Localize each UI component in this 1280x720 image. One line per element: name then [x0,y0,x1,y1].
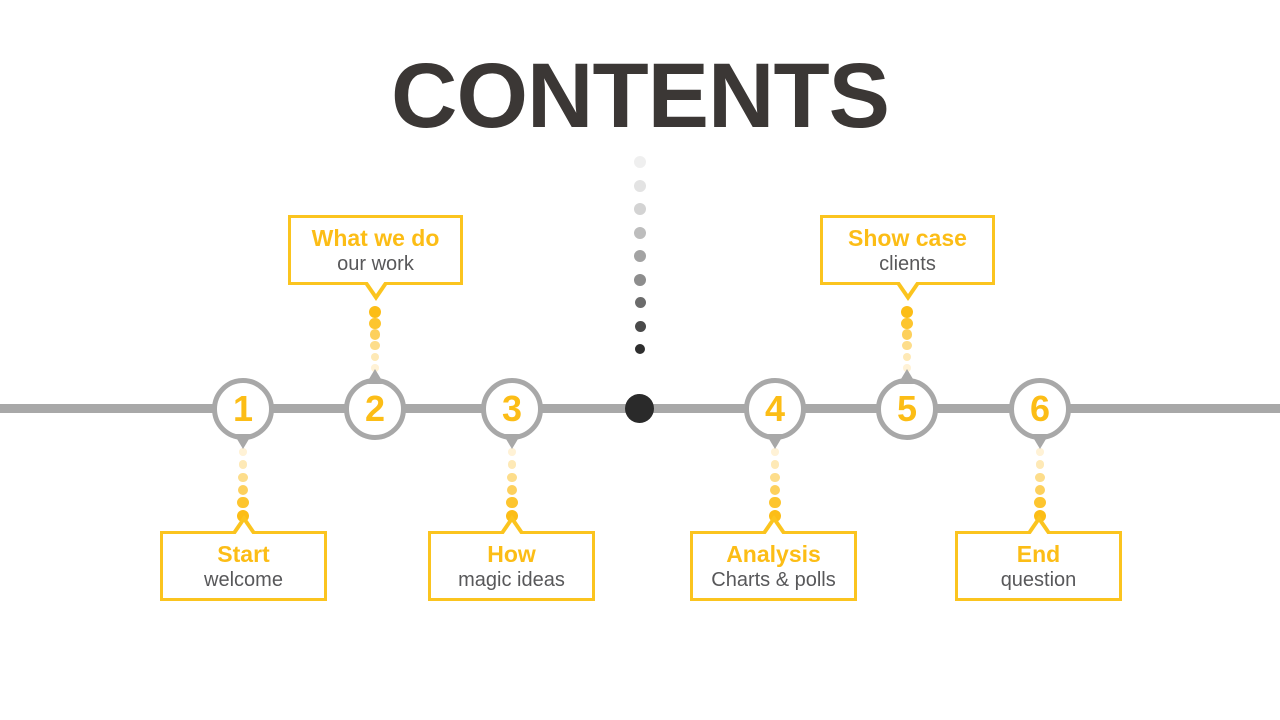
connector-dot [237,497,249,509]
connector-dot [769,497,781,509]
timeline-node-3[interactable]: 3 [481,378,543,449]
node-pointer-2 [366,369,384,384]
timeline-node-6[interactable]: 6 [1009,378,1071,449]
connector-dot [371,364,379,372]
connector-dot [506,497,518,509]
connector-dot [1035,472,1045,482]
page-title: CONTENTS [391,45,890,147]
callout-title: End [1016,540,1061,567]
callout-subtitle: Charts & polls [711,568,836,591]
connector-dot [370,341,380,351]
gradient-dot [635,344,645,354]
connector-dot [1034,497,1046,509]
gradient-dot [634,179,646,192]
gradient-dot [634,156,646,168]
callout-subtitle: welcome [204,568,283,591]
callout-title: Show case [848,224,967,251]
node-number-label: 3 [501,388,523,429]
gradient-dot [634,320,646,332]
connector-dot [507,472,517,482]
timeline-node-5[interactable]: 5 [876,369,938,440]
connector-dot [506,485,518,496]
callout-title: What we do [311,224,440,251]
connector-dots [368,304,382,374]
callout-subtitle: our work [337,252,414,275]
connector-dot [770,472,780,482]
node-number-label: 4 [764,388,786,429]
connector-dot [239,448,247,456]
node-number-label: 6 [1029,388,1051,429]
callout-pointer-inner [898,281,917,294]
connector-dot [237,485,249,496]
callout-pointer-inner [764,522,783,535]
timeline-node-1[interactable]: 1 [212,378,274,449]
callout-pointer-inner [366,281,385,294]
connector-dot [370,352,380,362]
connector-dot [901,329,913,340]
callout-pointer-inner [234,522,253,535]
node-pointer-5 [898,369,916,384]
connector-dot [1035,460,1045,469]
connector-dots [900,304,914,374]
node-pointer-6 [1031,434,1049,449]
connector-dot [769,485,781,496]
connector-dot [369,329,381,340]
connector-dot [1034,485,1046,496]
node-pointer-3 [503,434,521,449]
connector-dot [238,460,248,469]
connector-dot [1036,448,1044,456]
gradient-dot [634,297,646,308]
connector-dots [768,446,782,522]
gradient-dot [634,273,646,286]
callout-pointer-inner [1029,522,1048,535]
connector-dot [771,448,779,456]
connector-dot [901,306,913,318]
gradient-dot [634,250,646,262]
timeline-center-marker [625,394,654,423]
node-pointer-4 [766,434,784,449]
node-pointer-1 [234,434,252,449]
connector-dot [238,472,248,482]
callout-title: Analysis [726,540,821,567]
callout-pointer-inner [502,522,521,535]
node-number-label: 2 [364,388,386,429]
gradient-dot [634,203,646,215]
callout-subtitle: magic ideas [458,568,565,591]
callout-subtitle: clients [879,252,936,275]
callout-subtitle: question [1000,568,1077,591]
connector-dot [902,341,912,351]
connector-dots [1033,446,1047,522]
connector-dot [901,317,913,329]
connector-dot [903,364,911,372]
gradient-dot [634,226,646,239]
connector-dot [369,306,381,318]
connector-dot [507,460,517,469]
callout-title: Start [217,540,270,567]
timeline-node-2[interactable]: 2 [344,369,406,440]
connector-dot [770,460,780,469]
connector-dot [369,317,381,329]
node-number-label: 1 [232,388,254,429]
connector-dot [508,448,516,456]
node-number-label: 5 [896,388,918,429]
connector-dots [505,446,519,522]
timeline-node-4[interactable]: 4 [744,378,806,449]
callout-title: How [487,540,536,567]
connector-dots [236,446,250,522]
connector-dot [902,352,912,362]
